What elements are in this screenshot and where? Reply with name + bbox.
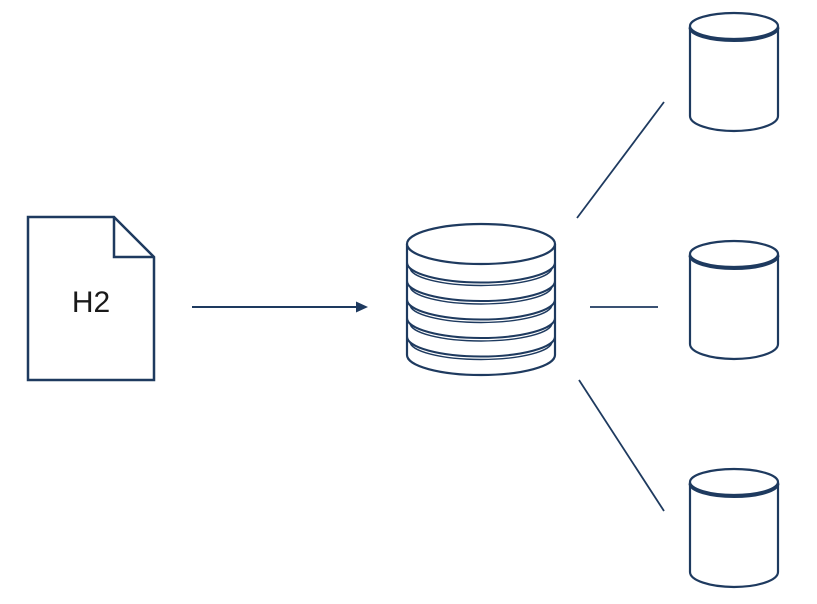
hub-top (405, 222, 557, 266)
cylinder-top (688, 11, 780, 41)
cylinder-body (688, 482, 780, 589)
cylinder-body (688, 26, 780, 133)
stacked-database-icon[interactable] (405, 222, 557, 377)
cylinder-rim (688, 483, 780, 498)
cylinder-rim (688, 255, 780, 270)
hub-ring-inner (409, 285, 553, 305)
cylinder-body (688, 254, 780, 361)
hub-ring-inner (409, 322, 553, 342)
document-label: H2 (72, 286, 110, 319)
target-databases (688, 11, 780, 589)
connector-to-target-3 (578, 379, 665, 512)
arrow-head-icon (356, 301, 368, 313)
arrow-document-to-hub (192, 301, 368, 313)
hub-connectors (576, 101, 665, 512)
cylinder-top (688, 467, 780, 497)
hub-ring-inner (409, 304, 553, 324)
hub-ring-inner (409, 267, 553, 287)
cylinder-top (688, 239, 780, 269)
cylinder-rim (688, 27, 780, 42)
hub-ring (406, 280, 556, 302)
hub-ring (406, 336, 556, 358)
hub-ring (406, 317, 556, 339)
hub-body (405, 244, 557, 377)
database-cylinder-icon[interactable] (688, 239, 780, 361)
hub-ring (406, 299, 556, 321)
connector-to-target-1 (576, 101, 665, 219)
document-icon[interactable]: H2 (26, 215, 156, 382)
hub-ring-inner (409, 341, 553, 361)
database-cylinder-icon[interactable] (688, 11, 780, 133)
database-cylinder-icon[interactable] (688, 467, 780, 589)
hub-ring (406, 262, 556, 284)
document-fold (112, 217, 154, 259)
